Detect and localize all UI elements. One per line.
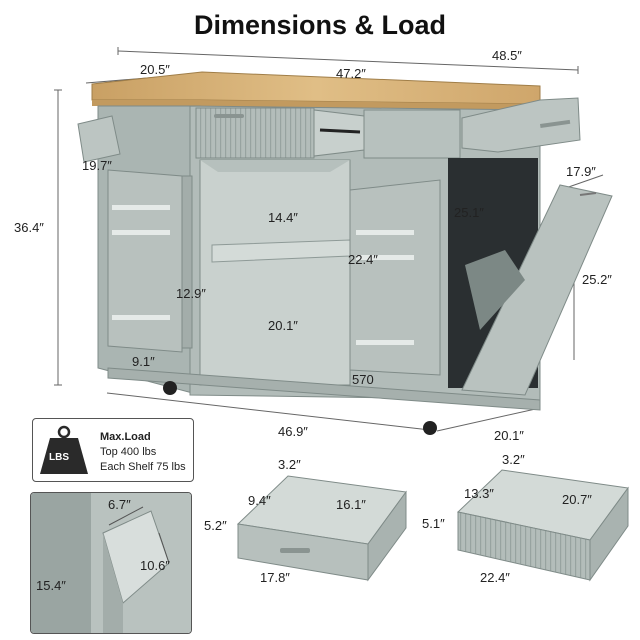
dim-trash-inset-depth: 10.6″ (140, 558, 170, 573)
dim-rack-height: 12.9″ (176, 286, 206, 301)
dim-total-width: 48.5″ (492, 48, 522, 63)
dim-trash-inset-height: 15.4″ (36, 578, 66, 593)
dim-shelf-width: 22.4″ (348, 252, 378, 267)
dim-small-drawer-inner-width: 16.1″ (336, 497, 366, 512)
trash-bin-inset (30, 492, 192, 634)
open-cabinet-interior (199, 159, 351, 386)
dim-cabinet-height: 25.1″ (454, 205, 484, 220)
dim-rack-width: 9.1″ (132, 354, 155, 369)
dim-large-drawer-height: 5.1″ (422, 516, 445, 531)
left-side-drawer (77, 115, 121, 163)
caster-wheel (163, 381, 177, 395)
dim-base-width: 46.9″ (278, 424, 308, 439)
dim-large-drawer-inner-width: 20.7″ (562, 492, 592, 507)
large-drawer-inset (440, 452, 632, 632)
weight-icon-label: LBS (49, 452, 69, 463)
dim-small-drawer-outer-width: 17.8″ (260, 570, 290, 585)
dim-small-drawer-wall: 3.2″ (278, 457, 301, 472)
dim-large-drawer-wall: 3.2″ (502, 452, 525, 467)
cabinet-base (107, 367, 541, 411)
dim-bottom-depth: 20.1″ (268, 318, 298, 333)
max-load-top: Top 400 lbs (100, 446, 157, 458)
dim-shelf-depth: 14.4″ (268, 210, 298, 225)
dim-large-drawer-inner-depth: 13.3″ (464, 486, 494, 501)
dim-trash-height: 25.2″ (582, 272, 612, 287)
max-load-heading: Max.Load (100, 431, 151, 443)
dim-top-width: 47.2″ (336, 66, 366, 81)
small-drawer-illustration (236, 475, 407, 582)
dim-small-drawer-inner-depth: 9.4″ (248, 493, 271, 508)
dim-trash-inset-width: 6.7″ (108, 497, 131, 512)
small-drawer-inset (218, 452, 418, 632)
right-door (349, 179, 441, 376)
max-load-text: Max.Load Top 400 lbs Each Shelf 75 lbs (100, 430, 186, 475)
dim-inner-height: 570 (352, 372, 374, 387)
dim-height: 36.4″ (14, 220, 44, 235)
drawer-handle (214, 114, 244, 118)
page-title: Dimensions & Load (193, 10, 447, 40)
dim-base-depth: 20.1″ (494, 428, 524, 443)
dim-side-drawer-depth: 19.7″ (82, 158, 112, 173)
right-side-drawer (461, 97, 581, 153)
dim-trash-top: 17.9″ (566, 164, 596, 179)
countertop-edge (92, 100, 540, 110)
trash-bin-illustration (31, 493, 191, 633)
top-right-panel (363, 109, 461, 159)
tilt-out-trash-door (461, 184, 613, 396)
max-load-shelf: Each Shelf 75 lbs (100, 461, 186, 473)
dim-large-drawer-outer-width: 22.4″ (480, 570, 510, 585)
dim-top-depth: 20.5″ (140, 62, 170, 77)
large-drawer-illustration (456, 469, 629, 582)
weight-icon (40, 425, 88, 474)
caster-wheel (423, 421, 437, 435)
dim-small-drawer-height: 5.2″ (204, 518, 227, 533)
left-door (107, 169, 183, 353)
